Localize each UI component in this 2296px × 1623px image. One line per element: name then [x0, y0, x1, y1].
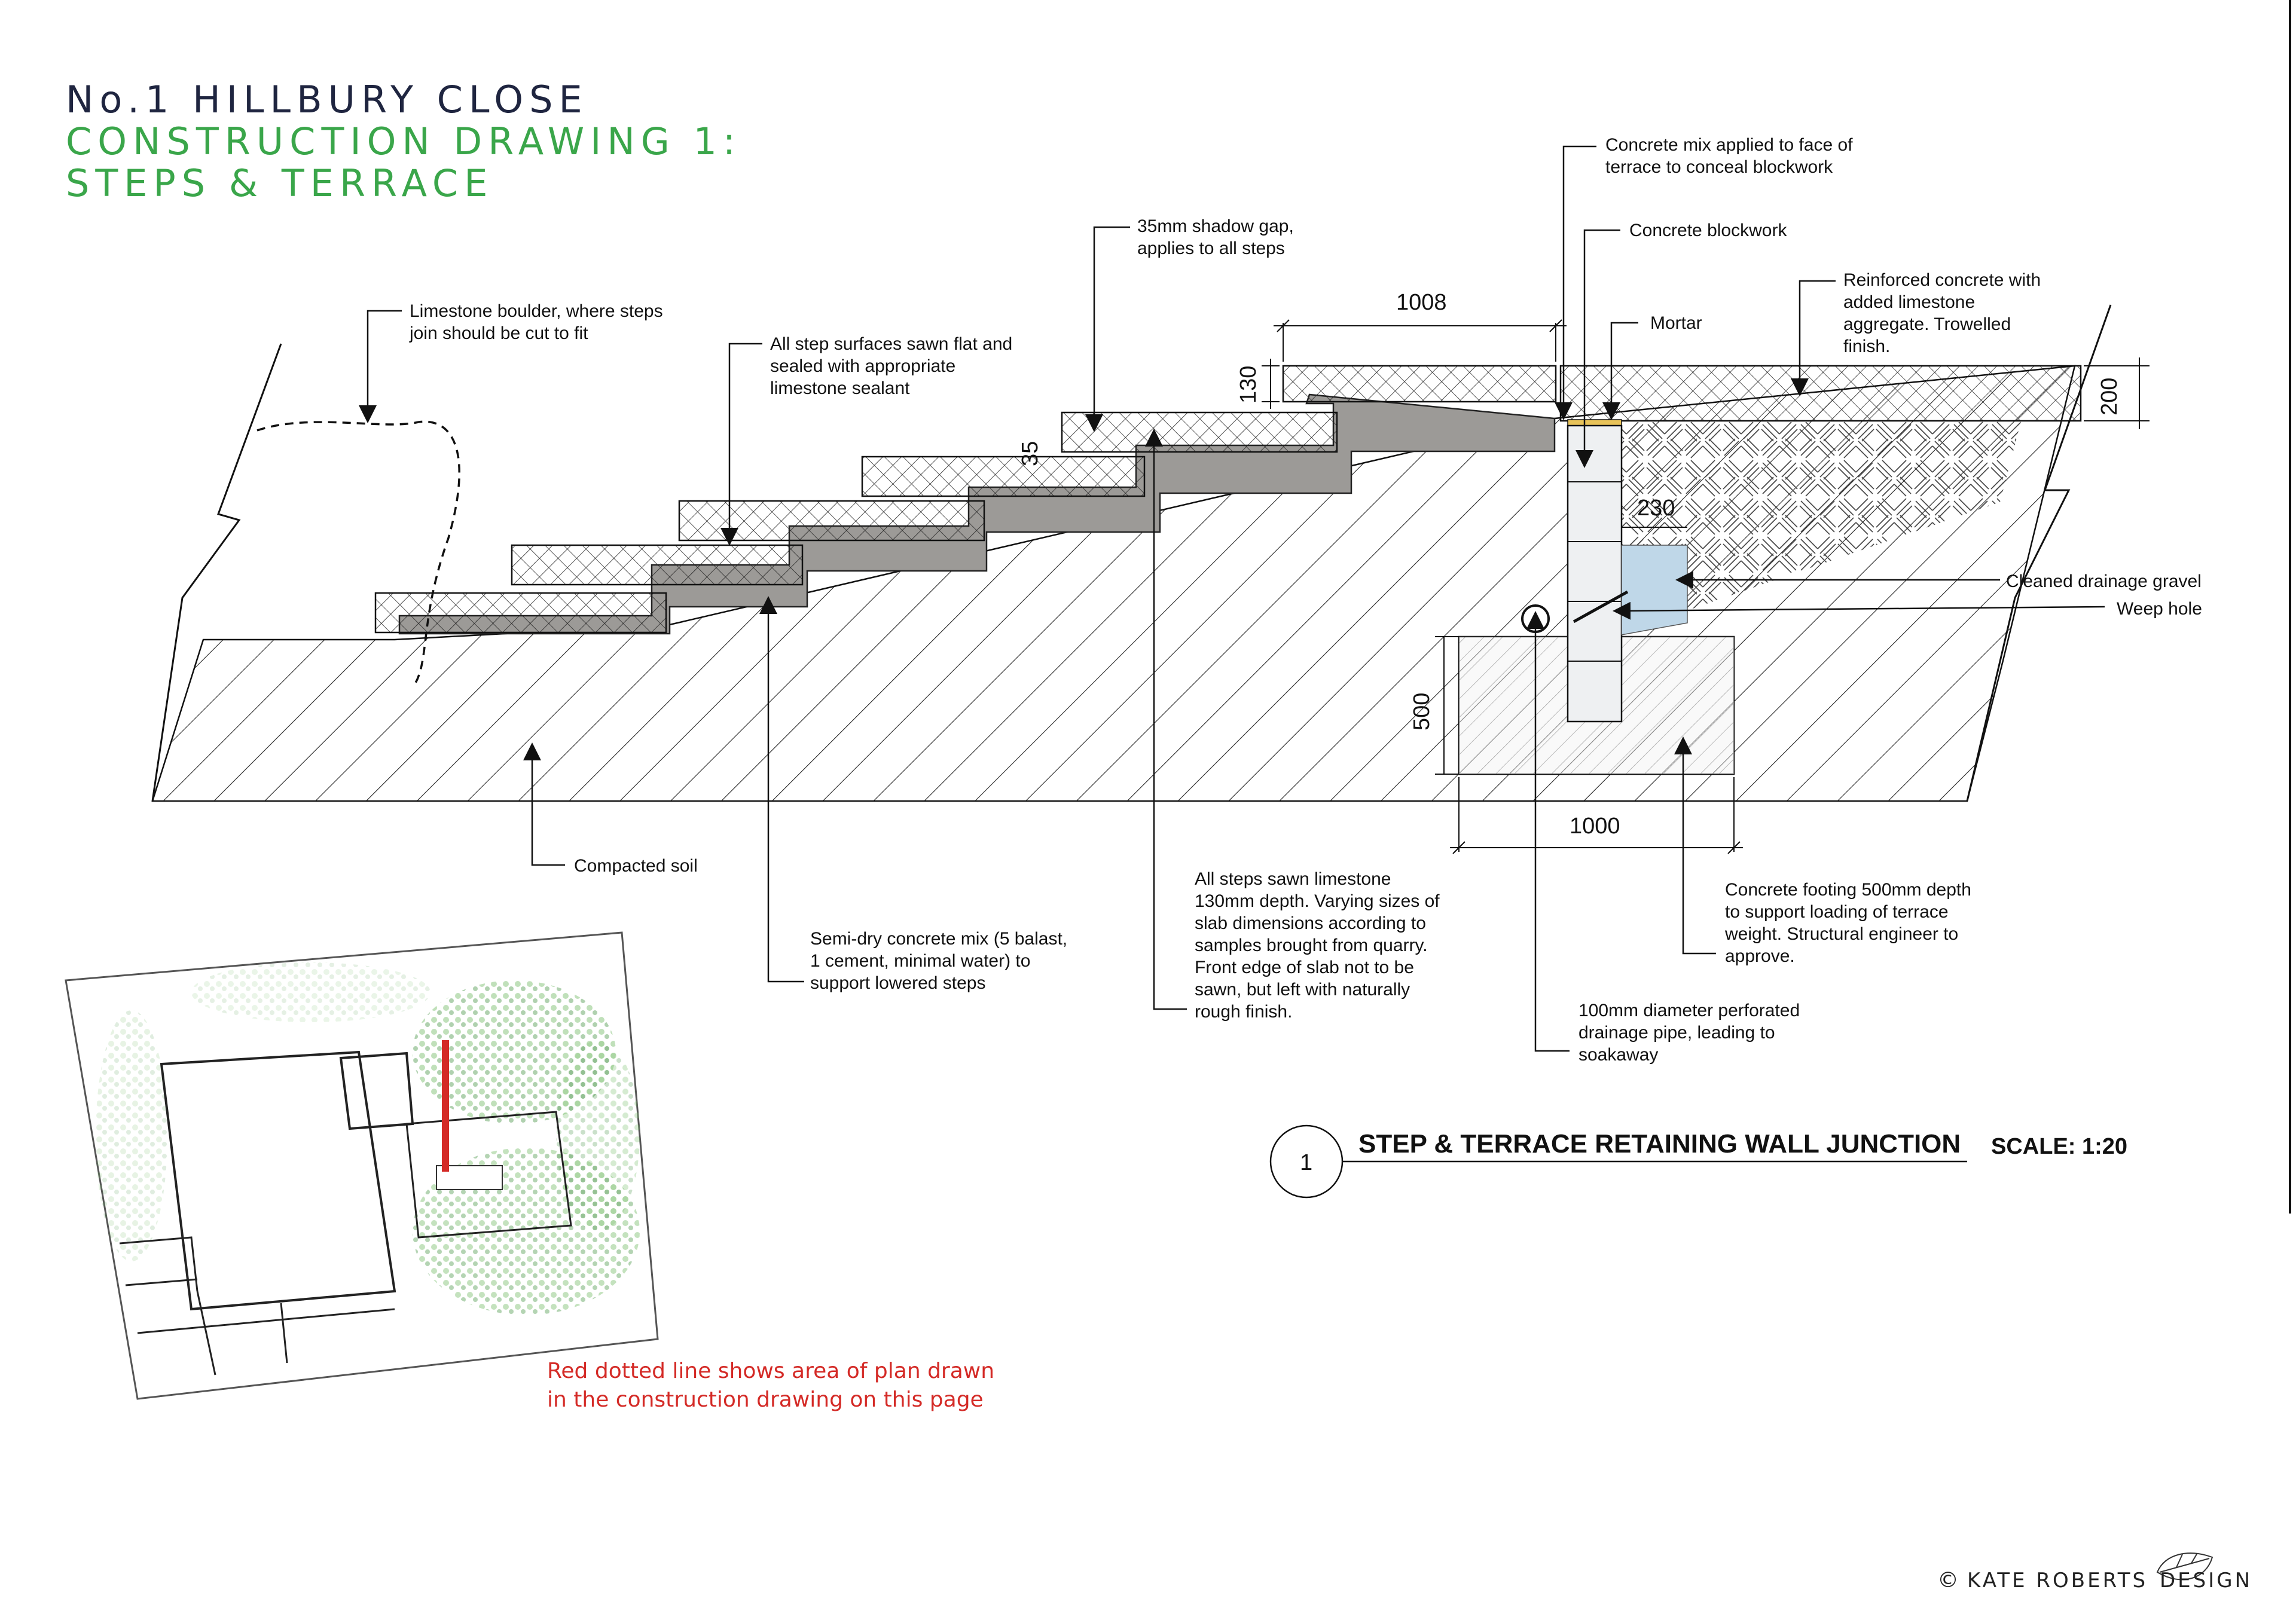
dim-1000: 1000 [1570, 814, 1620, 839]
dim-230: 230 [1637, 496, 1675, 521]
drainage-gravel [1621, 545, 1688, 635]
dim-500: 500 [1409, 693, 1434, 730]
copyright-symbol: © [1937, 1568, 1961, 1593]
drawing-caption: 1 STEP & TERRACE RETAINING WALL JUNCTION… [1269, 1124, 2127, 1199]
credit-name: KATE ROBERTS [1967, 1569, 2148, 1593]
step-slab [511, 544, 804, 586]
dim-200: 200 [2097, 378, 2122, 415]
label-shadow-gap: 35mm shadow gap, applies to all steps [1137, 216, 1299, 258]
label-limestone-boulder: Limestone boulder, where steps join shou… [409, 301, 668, 343]
step-slab [1282, 365, 1557, 403]
label-mortar: Mortar [1650, 313, 1702, 333]
label-drainage-gravel: Cleaned drainage gravel [2006, 571, 2202, 591]
title-line-1: No.1 HILLBURY CLOSE [66, 78, 588, 121]
site-plan: Red dotted line shows area of plan drawn… [65, 931, 1002, 1412]
dim-130: 130 [1236, 366, 1261, 404]
plan-note: Red dotted line shows area of plan drawn… [547, 1359, 1002, 1412]
label-step-surfaces: All step surfaces sawn flat and sealed w… [770, 334, 1018, 398]
terrace-slab [1559, 365, 2082, 422]
label-steps-sawn: All steps sawn limestone 130mm depth. Va… [1195, 869, 1445, 1022]
step-slab [374, 592, 667, 634]
credit: © KATE ROBERTS DESIGN [1937, 1552, 2252, 1593]
title-line-3: STEPS & TERRACE [66, 161, 493, 205]
break-line-right [1966, 304, 2112, 802]
title-line-2: CONSTRUCTION DRAWING 1: [66, 120, 741, 163]
break-line-left [151, 343, 282, 802]
label-blockwork: Concrete blockwork [1629, 221, 1787, 240]
label-weep-hole: Weep hole [2117, 599, 2202, 619]
step-slab [861, 456, 1146, 497]
label-reinforced-concrete: Reinforced concrete with added limestone… [1843, 270, 2046, 356]
concrete-blockwork [1567, 424, 1623, 723]
drawing-caption-title: STEP & TERRACE RETAINING WALL JUNCTION [1358, 1129, 1961, 1159]
annotations: Concrete mix applied to face of terrace … [409, 135, 2202, 1065]
label-drainage-pipe: 100mm diameter perforated drainage pipe,… [1578, 1001, 1805, 1065]
drawing-title: No.1 HILLBURY CLOSE CONSTRUCTION DRAWING… [66, 78, 741, 205]
leader-lines [359, 145, 2105, 1052]
label-concrete-footing: Concrete footing 500mm depth to support … [1724, 880, 1976, 966]
drawing-number: 1 [1300, 1150, 1312, 1175]
step-slab [678, 500, 985, 542]
dim-35: 35 [1018, 441, 1043, 466]
step-slab [1061, 411, 1338, 453]
mortar-strip [1567, 419, 1622, 426]
drawing-scale: SCALE: 1:20 [1991, 1134, 2127, 1159]
dimensions: 1008 130 35 200 230 500 1000 [1018, 290, 2150, 854]
weep-hole [1573, 590, 1629, 623]
dim-1008: 1008 [1396, 290, 1447, 315]
label-semi-dry-concrete: Semi-dry concrete mix (5 balast, 1 cemen… [810, 929, 1072, 993]
label-concrete-face: Concrete mix applied to face of terrace … [1605, 135, 1858, 177]
house-outline [160, 1050, 396, 1311]
section-drawing [151, 304, 2112, 802]
leaf-logo-icon [2156, 1552, 2213, 1581]
limestone-boulder [257, 420, 460, 689]
label-compacted-soil: Compacted soil [574, 856, 698, 876]
credit-design: DESIGN [2160, 1569, 2252, 1593]
